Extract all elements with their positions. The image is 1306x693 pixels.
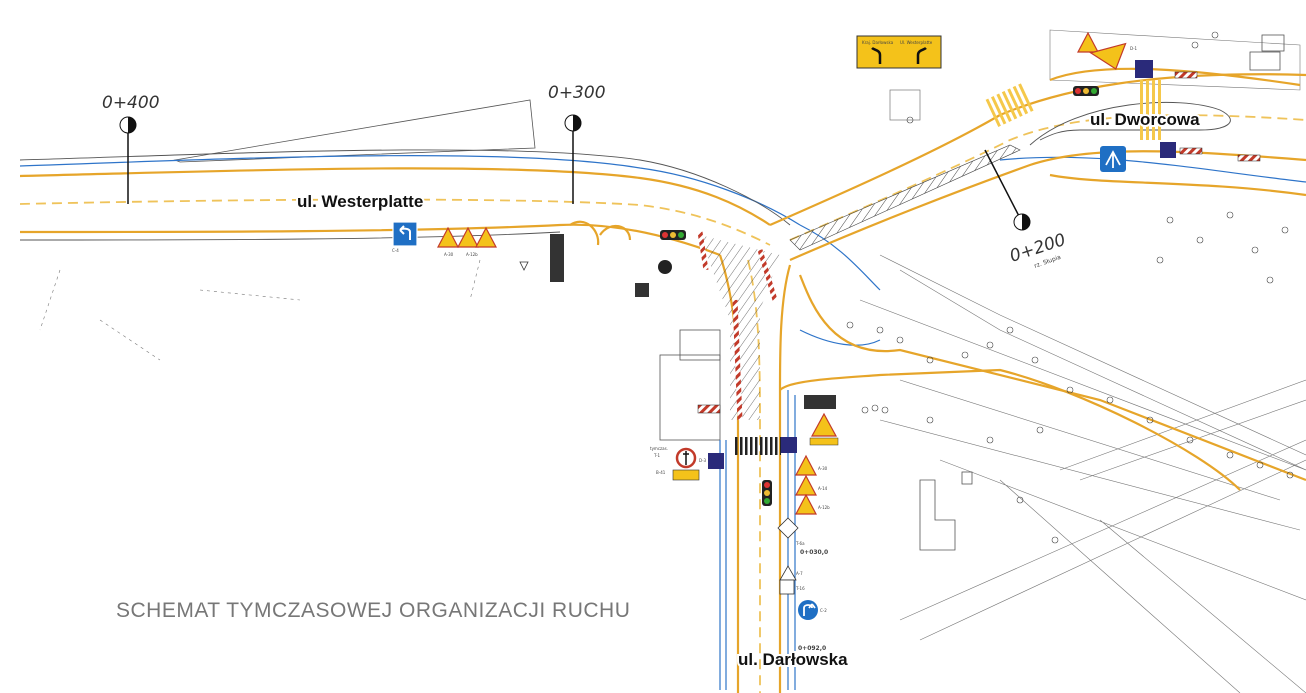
crossing-dworcowa-east [1138,80,1162,140]
darlowska-west-signs: tymczas. T-1 B-41 D-3 [650,446,707,481]
westerplatte-sign-group: C-4 A-30 A-12b [392,221,564,282]
street-label-darlowska: ul. Darłowska [738,650,848,669]
traffic-light-icon [635,260,672,297]
road-dworcowa [769,67,1306,471]
crossing-darlowska [733,437,781,455]
km-label-b: 0+092,0 [798,645,826,652]
warning-triangle-icon [475,226,497,248]
trees [846,31,1294,544]
station-label-400: 0+400 [102,93,160,113]
road-westerplatte [19,149,791,257]
warning-triangle-icon [457,226,479,248]
sign-label-d3: D-3 [699,458,707,463]
warning-triangle-icon [795,493,817,515]
river-stupia [19,155,1306,690]
variable-message-board [804,395,836,409]
chevron-barrier-icon [1179,147,1203,155]
warning-triangle-icon [1089,42,1127,70]
hatched-traffic-island [697,231,780,421]
variable-message-board [550,234,564,282]
direction-board-left-text: Kraj. Darłowska [862,40,894,45]
sign-label-t16: T-16 [795,586,805,591]
traffic-light-icon [1073,86,1099,96]
warning-triangle-icon [795,474,817,496]
street-label-dworcowa: ul. Dworcowa [1090,110,1200,129]
pedestrian-crossings [733,80,1162,455]
sign-label-a7: A-7 [796,571,803,576]
sign-label-a30-w: A-30 [444,252,454,257]
warning-triangle-icon [1077,31,1099,53]
warning-triangle-icon [810,412,838,437]
km-label-a: 0+030,0 [800,549,828,556]
chevron-barrier-icon [1237,154,1261,162]
sign-label-d1: D-1 [1130,46,1138,51]
sign-label-a30-s: A-30 [818,466,828,471]
sign-label-a14-s: A-14 [818,486,828,491]
sign-label-t6a: T-6a [795,541,805,546]
station-0-300: 0+300 [548,83,606,204]
station-0-400: 0+400 [102,93,160,204]
sign-label-b41: B-41 [656,470,666,475]
chevron-barrier-icon [697,404,721,414]
darlowska-east-signs: A-30 A-14 A-12b T-6a 0+030,0 A-7 T-16 C-… [777,395,839,652]
sign-label-c2: C-2 [820,608,827,613]
warning-triangle-icon [795,454,817,476]
building-outlines [173,29,1301,551]
street-label-westerplatte: ul. Westerplatte [297,192,423,211]
direction-board-icon: Kraj. Darłowska Ul. Westerplatte [856,35,942,69]
traffic-light-icon [762,480,772,506]
mandatory-square-icon [392,221,418,247]
direction-board-right-text: Ul. Westerplatte [900,40,933,45]
sign-label-tymczas: tymczas. [650,446,668,451]
map-title: SCHEMAT TYMCZASOWEJ ORGANIZACJI RUCHU [116,599,630,622]
chevron-barriers [697,71,1261,414]
mandatory-circle-icon [798,600,818,620]
traffic-light-icon [660,230,686,240]
sign-label-a12b-s: A-12b [818,505,830,510]
sign-label-a12b-w: A-12b [466,252,478,257]
crossing-dworcowa-west [985,82,1035,128]
railway-tracks [899,379,1306,641]
warning-triangle-icon [437,226,459,248]
detector-markers [708,60,1176,469]
street-labels: ul. Westerplatte ul. Dworcowa ul. Darłow… [295,108,1202,671]
station-label-300: 0+300 [548,83,606,103]
background-cadastral-lines [39,259,1306,693]
sign-label-c4: C-4 [392,248,399,253]
chevron-barrier-icon [1174,71,1198,79]
sign-label-t1: T-1 [653,453,661,458]
station-0-200: 0+200 [984,149,1068,267]
